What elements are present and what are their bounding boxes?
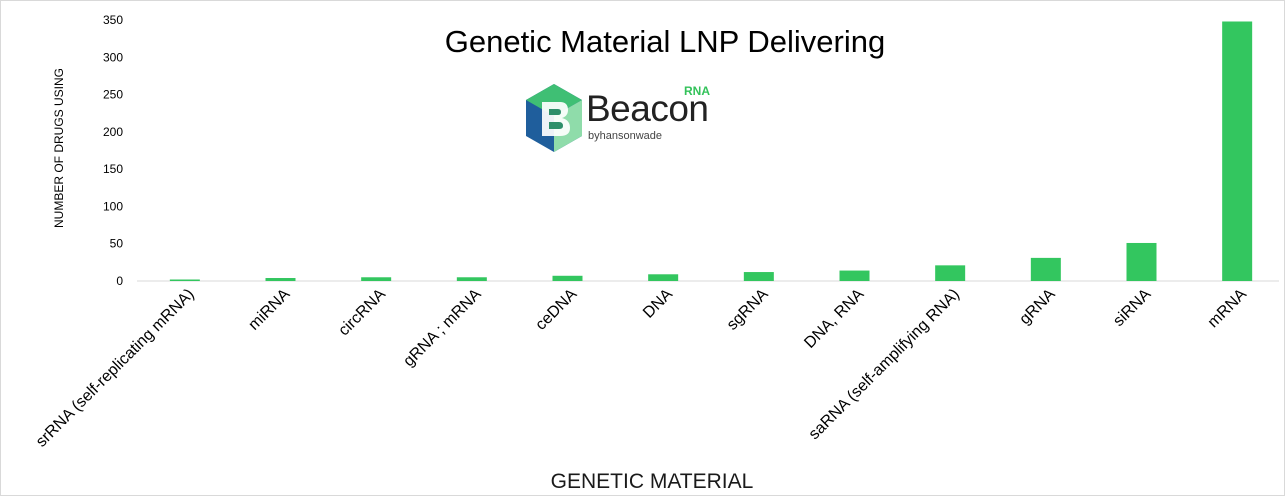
x-tick-label: sgRNA (724, 286, 772, 334)
y-tick-label: 250 (103, 88, 123, 102)
chart-title: Genetic Material LNP Delivering (444, 24, 886, 59)
bar (743, 272, 774, 281)
bar (265, 278, 296, 281)
bar (361, 277, 392, 281)
x-axis-title: GENETIC MATERIAL (550, 470, 754, 493)
bar (935, 265, 966, 281)
x-axis-labels: srRNA (self-replicating mRNA) miRNA circRN… (33, 286, 1250, 451)
x-tick-label: gRNA (1016, 286, 1058, 328)
y-tick-label: 350 (103, 13, 123, 27)
y-tick-label: 200 (103, 125, 123, 139)
x-tick-label: mRNA (1205, 286, 1251, 332)
y-tick-label: 150 (103, 162, 123, 176)
x-tick-label: DNA, RNA (801, 286, 867, 352)
bar (1030, 257, 1061, 281)
y-tick-label: 50 (110, 237, 124, 251)
x-tick-label: ceDNA (532, 286, 580, 334)
beacon-logo: Beacon RNA byhansonwade (524, 82, 724, 154)
bar (456, 277, 487, 281)
bar (1222, 21, 1253, 282)
logo-wordmark: Beacon (586, 88, 709, 129)
x-tick-label: siRNA (1110, 286, 1154, 330)
bar (839, 270, 870, 281)
logo-subtext: byhansonwade (588, 130, 663, 142)
x-tick-label: miRNA (245, 286, 293, 334)
logo-badge: RNA (684, 84, 710, 98)
y-axis-ticks: 0 50 100 150 200 250 300 350 (103, 13, 123, 288)
y-axis-title: NUMBER OF DRUGS USING (52, 67, 66, 229)
bars-group (169, 21, 1253, 282)
y-tick-label: 0 (116, 274, 123, 288)
bar (648, 274, 679, 281)
y-tick-label: 100 (103, 199, 123, 213)
beacon-hexagon-icon (526, 84, 582, 152)
x-tick-label: srRNA (self-replicating mRNA) (33, 286, 198, 451)
x-tick-label: DNA (640, 286, 676, 322)
bar (1126, 242, 1157, 281)
bar (552, 275, 583, 281)
x-tick-label: circRNA (335, 286, 389, 340)
y-tick-label: 300 (103, 50, 123, 64)
x-tick-label: gRNA ; mRNA (400, 286, 485, 371)
x-tick-label: saRNA (self-amplifying RNA) (806, 286, 963, 443)
bar (169, 279, 200, 281)
